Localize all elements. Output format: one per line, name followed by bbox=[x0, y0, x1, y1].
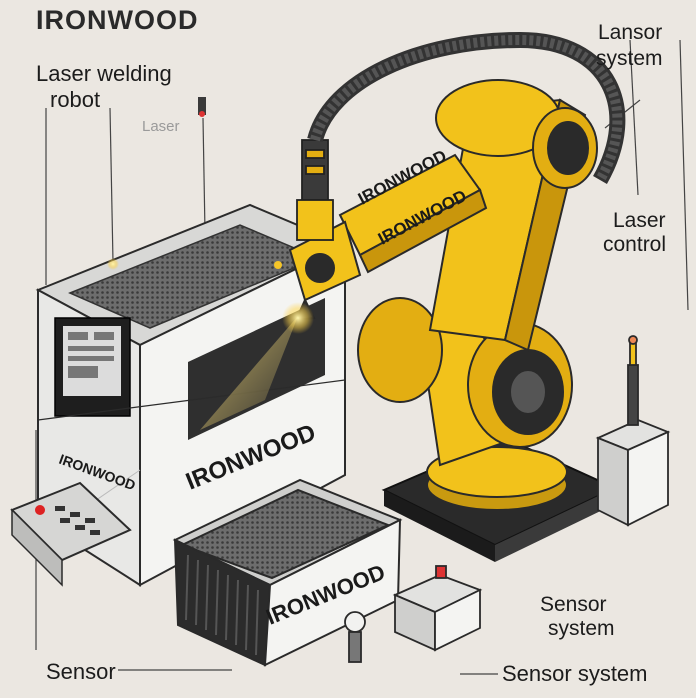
power-unit bbox=[172, 478, 403, 667]
label-lansor-line1: Lansor bbox=[598, 21, 663, 44]
label-sensor-system-bottom: Sensor system bbox=[502, 661, 648, 686]
page-title: IRONWOOD bbox=[36, 5, 199, 35]
laser-emitter bbox=[107, 97, 282, 270]
label-lansor-line2: system bbox=[596, 47, 663, 70]
label-laser-control-line1: Laser bbox=[613, 209, 666, 232]
sensor-module bbox=[344, 565, 483, 663]
laser-control-unit bbox=[595, 335, 671, 527]
label-laser-welding-robot-line1: Laser welding bbox=[36, 61, 172, 86]
torch-head bbox=[296, 31, 626, 241]
label-laser-control-line2: control bbox=[603, 233, 667, 256]
label-sensor: Sensor bbox=[46, 659, 116, 684]
control-panel bbox=[10, 481, 132, 587]
label-laser-welding-robot-line2: robot bbox=[50, 87, 101, 112]
robot-arm bbox=[288, 79, 598, 467]
robot-base bbox=[381, 436, 618, 562]
label-sensor-system-line2: system bbox=[548, 617, 615, 640]
label-sensor-system-line1: Sensor bbox=[540, 593, 607, 616]
label-laser-faint: Laser bbox=[142, 118, 180, 135]
welding-glow bbox=[200, 302, 314, 430]
